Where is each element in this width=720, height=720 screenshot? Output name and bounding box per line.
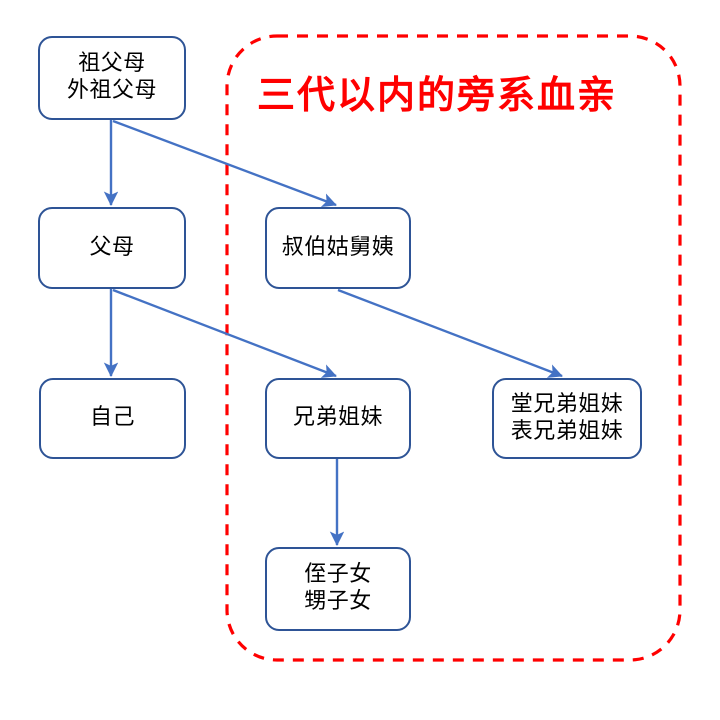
connector-parents-to-siblings xyxy=(112,288,337,378)
node-grandparents[interactable]: 祖父母外祖父母 xyxy=(38,36,186,120)
connector-grandparents-to-uncles-aunts xyxy=(112,119,337,208)
node-label-primary: 祖父母 xyxy=(78,51,146,77)
node-label-primary: 侄子女 xyxy=(304,562,372,588)
node-siblings[interactable]: 兄弟姐妹 xyxy=(265,378,411,459)
node-cousins[interactable]: 堂兄弟姐妹表兄弟姐妹 xyxy=(492,378,642,459)
connector-uncles-aunts-to-cousins xyxy=(337,288,563,378)
connector-lines xyxy=(103,119,563,546)
node-uncles-aunts[interactable]: 叔伯姑舅姨 xyxy=(265,207,411,289)
node-label-primary: 兄弟姐妹 xyxy=(292,405,383,431)
node-label-secondary: 外祖父母 xyxy=(66,78,157,103)
node-label-primary: 堂兄弟姐妹 xyxy=(510,391,624,417)
group-boundary-dashed-rect xyxy=(225,34,682,662)
node-self[interactable]: 自己 xyxy=(39,378,186,459)
node-label-secondary: 表兄弟姐妹 xyxy=(510,418,624,444)
node-label-primary: 自己 xyxy=(89,405,135,431)
node-nephews-nieces[interactable]: 侄子女甥子女 xyxy=(265,547,411,631)
node-label-secondary: 甥子女 xyxy=(304,589,372,614)
node-label-primary: 叔伯姑舅姨 xyxy=(281,234,395,260)
node-parents[interactable]: 父母 xyxy=(38,207,186,289)
group-boundary-layer xyxy=(225,34,682,662)
node-label-primary: 父母 xyxy=(89,234,135,260)
group-label-three-generations-collateral-relatives: 三代以内的旁系血亲 xyxy=(257,73,618,117)
